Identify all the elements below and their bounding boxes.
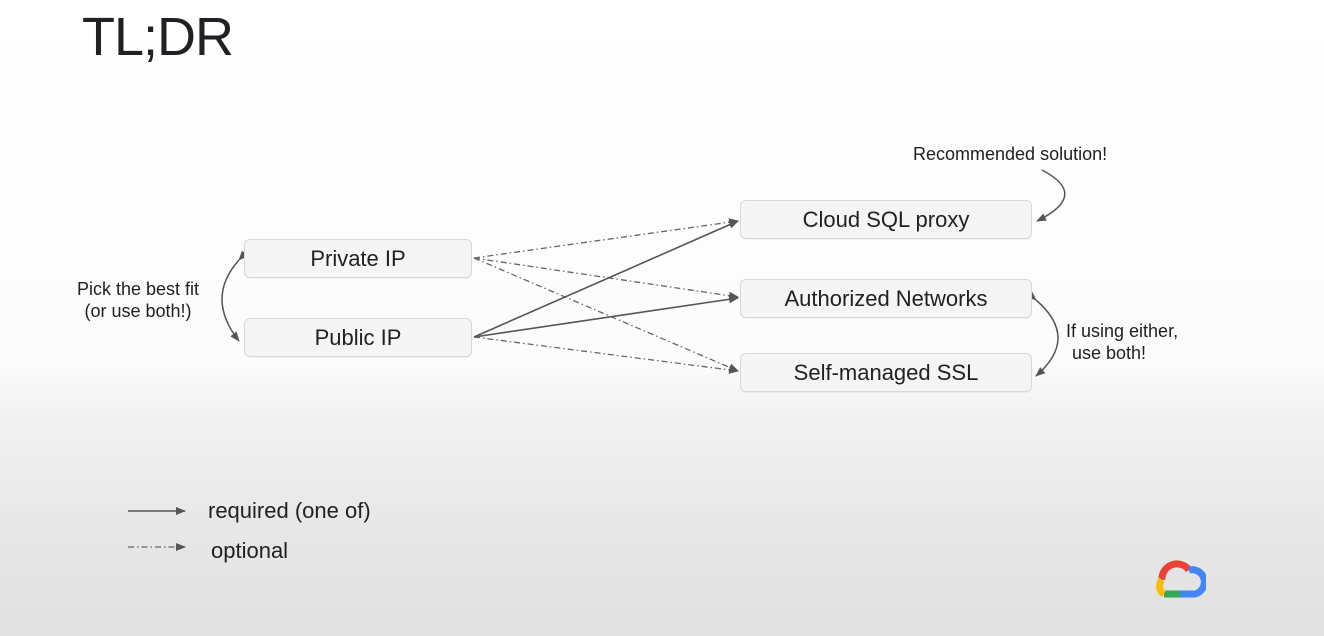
legend-optional-label: optional	[211, 538, 289, 563]
cloud-sql-proxy-box: Cloud SQL proxy	[740, 200, 1032, 239]
self-managed-ssl-box: Self-managed SSL	[740, 353, 1032, 392]
recommended-arrow	[1036, 169, 1066, 222]
optional-arrow-private-to-proxy	[473, 218, 739, 259]
pick-note-line1: Pick the best fit	[76, 279, 200, 299]
optional-arrow-private-to-ssl	[473, 257, 739, 372]
required-arrow-public-to-proxy	[473, 220, 739, 338]
google-cloud-logo-icon	[1156, 560, 1206, 598]
pick-best-fit-note: Pick the best fit (or use both!)	[60, 278, 216, 322]
either-note-line2: use both!	[1072, 343, 1147, 363]
pick-double-arrow	[221, 250, 248, 342]
public-ip-label: Public IP	[314, 324, 402, 350]
private-ip-box: Private IP	[244, 239, 472, 278]
private-ip-label: Private IP	[310, 245, 406, 271]
either-note: If using either, use both!	[1066, 320, 1206, 364]
either-note-line1: If using either,	[1066, 321, 1179, 341]
recommended-note: Recommended solution!	[913, 144, 1108, 164]
legend-required-label: required (one of)	[208, 498, 371, 523]
cloud-sql-proxy-label: Cloud SQL proxy	[802, 206, 970, 232]
optional-arrow-private-to-authnet	[473, 257, 739, 300]
page-title: TL;DR	[82, 7, 234, 67]
pick-note-line2: (or use both!)	[84, 301, 192, 321]
optional-arrow-public-to-ssl	[473, 336, 739, 374]
self-managed-ssl-label: Self-managed SSL	[793, 359, 979, 385]
authorized-networks-label: Authorized Networks	[784, 285, 988, 311]
authorized-networks-box: Authorized Networks	[740, 279, 1032, 318]
either-double-arrow	[1026, 291, 1059, 377]
required-arrow-public-to-authnet	[473, 295, 739, 338]
public-ip-box: Public IP	[244, 318, 472, 357]
